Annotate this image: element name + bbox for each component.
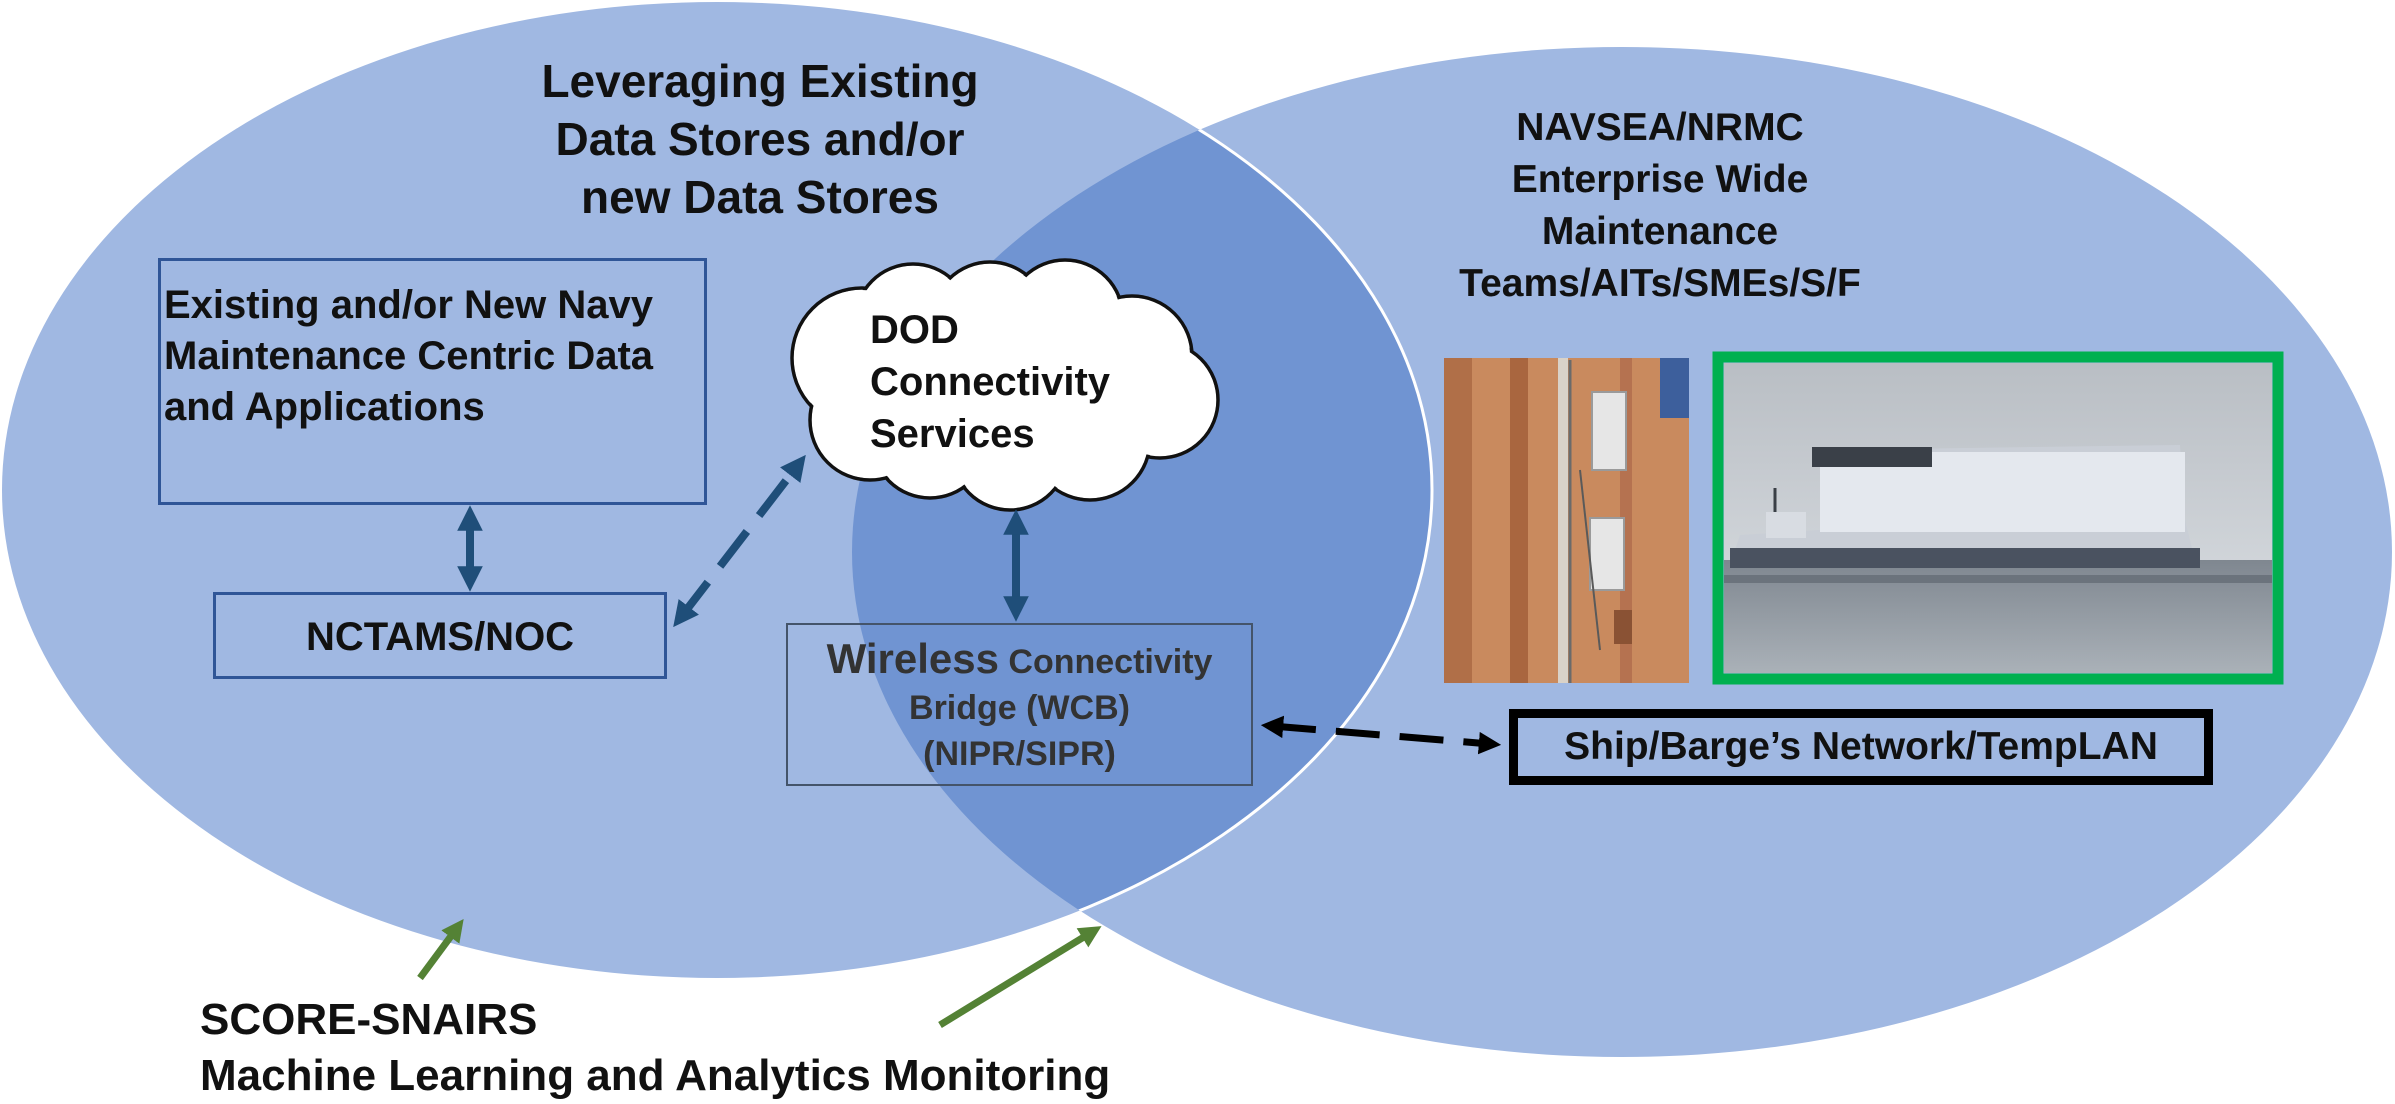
score-line-1: SCORE-SNAIRS bbox=[200, 995, 538, 1044]
ship-network-label: Ship/Barge’s Network/TempLAN bbox=[1564, 725, 2158, 768]
right-title-line-3: Maintenance bbox=[1541, 210, 1779, 253]
cloud-line-1: DOD bbox=[870, 308, 959, 352]
cloud-label: DOD Connectivity Services bbox=[870, 304, 1110, 460]
wcb-label: Wireless Connectivity Bridge (WCB) (NIPR… bbox=[786, 636, 1253, 777]
arrow-green-right bbox=[938, 926, 1102, 1028]
left-title-line-2: Data Stores and/or bbox=[555, 113, 965, 165]
wcb-line-2: Bridge (WCB) bbox=[909, 689, 1130, 727]
overlap-region bbox=[852, 47, 1432, 978]
arrow-wcb-ship bbox=[1260, 715, 1502, 755]
score-snairs-label: SCORE-SNAIRS Machine Learning and Analyt… bbox=[200, 992, 1110, 1104]
data-apps-line-1: Existing and/or New Navy bbox=[164, 283, 654, 327]
cloud-line-3: Services bbox=[870, 412, 1035, 456]
ship-photo bbox=[1712, 351, 2284, 685]
right-title-line-4: Teams/AITs/SMEs/S/F bbox=[1459, 262, 1861, 305]
arrow-green-left bbox=[417, 918, 464, 981]
score-line-2: Machine Learning and Analytics Monitorin… bbox=[200, 1051, 1111, 1100]
arrow-nctams-cloud bbox=[673, 454, 806, 628]
building-photo bbox=[1444, 358, 1689, 683]
left-ellipse-title: Leveraging Existing Data Stores and/or n… bbox=[480, 52, 1040, 226]
left-ellipse-edge bbox=[852, 47, 1434, 980]
left-title-line-1: Leveraging Existing bbox=[541, 55, 979, 107]
nctams-box bbox=[213, 592, 667, 679]
wcb-line-1: Wireless Connectivity bbox=[786, 636, 1253, 685]
cloud-line-2: Connectivity bbox=[870, 360, 1111, 404]
data-applications-box bbox=[158, 258, 707, 505]
wcb-box bbox=[786, 623, 1253, 786]
data-apps-line-2: Maintenance Centric Data bbox=[164, 334, 654, 378]
cloud-shape bbox=[790, 258, 1220, 512]
right-ellipse-title: NAVSEA/NRMC Enterprise Wide Maintenance … bbox=[1400, 102, 1920, 310]
data-applications-label: Existing and/or New Navy Maintenance Cen… bbox=[164, 280, 653, 433]
nctams-label: NCTAMS/NOC bbox=[305, 615, 575, 659]
left-title-line-3: new Data Stores bbox=[581, 171, 939, 223]
ship-network-box bbox=[1509, 709, 2213, 785]
wcb-word-wireless: Wireless bbox=[826, 635, 999, 682]
right-title-line-1: NAVSEA/NRMC bbox=[1516, 106, 1804, 149]
wcb-line-3: (NIPR/SIPR) bbox=[923, 735, 1116, 773]
wcb-word-connectivity: Connectivity bbox=[998, 643, 1213, 681]
right-title-line-2: Enterprise Wide bbox=[1511, 158, 1809, 201]
data-apps-line-3: and Applications bbox=[164, 385, 485, 429]
